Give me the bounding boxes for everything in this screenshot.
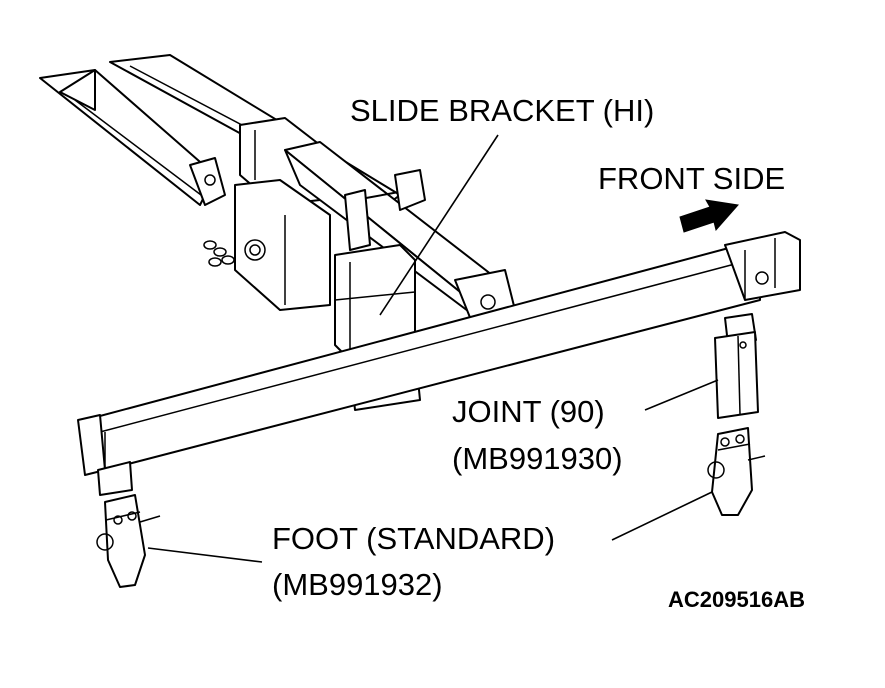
label-foot-part: (MB991932)	[272, 567, 443, 602]
label-slide-bracket: SLIDE BRACKET (HI)	[350, 93, 655, 128]
main-beam	[77, 231, 801, 496]
leader-foot-left	[147, 547, 263, 563]
foot-left	[96, 494, 161, 588]
leader-foot-right	[611, 491, 713, 541]
joint-part	[714, 313, 759, 419]
leader-slide-bracket	[379, 134, 499, 316]
rear-rail-left	[39, 69, 226, 206]
leader-joint	[644, 379, 719, 411]
label-joint-part: (MB991930)	[452, 441, 623, 476]
label-foot-name: FOOT (STANDARD)	[272, 521, 556, 556]
chain	[203, 240, 235, 267]
label-joint-name: JOINT (90)	[452, 394, 605, 429]
foot-right	[707, 427, 766, 516]
figure-code: AC209516AB	[668, 587, 805, 612]
label-front-side: FRONT SIDE	[598, 161, 786, 196]
front-side-arrow	[679, 199, 739, 233]
